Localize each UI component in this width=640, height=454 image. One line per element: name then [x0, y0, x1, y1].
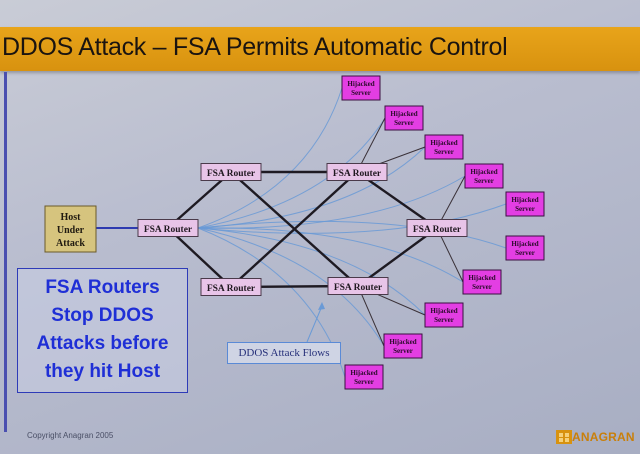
hijacked-server-label: Hijacked: [430, 307, 457, 315]
fsa-router-label: FSA Router: [413, 225, 462, 235]
hijacked-server-box: [341, 75, 381, 101]
hijacked-server-box: [424, 134, 464, 160]
ddos-flow-line: [197, 227, 426, 316]
router-link: [230, 171, 358, 288]
slide-title: DDOS Attack – FSA Permits Automatic Cont…: [2, 33, 508, 61]
hijacked-server-label: Hijacked: [430, 139, 457, 147]
ddos-flow-line: [197, 117, 386, 229]
stop-text-line-4: they hit Host: [44, 361, 161, 382]
flow-label-arrowhead: [318, 302, 325, 310]
hijacked-server-label: Hijacked: [470, 168, 497, 176]
fsa-router-box: [137, 219, 199, 237]
stop-ddos-callout: FSA Routers Stop DDOS Attacks before the…: [17, 268, 188, 393]
fsa-router-label: FSA Router: [334, 283, 383, 293]
hijacked-server-label: Server: [393, 347, 413, 355]
left-accent-rule: [4, 72, 7, 432]
hijacked-server-label: Hijacked: [389, 338, 416, 346]
ddos-attack-flows-label: DDOS Attack Flows: [227, 342, 341, 364]
hijacked-server-label: Server: [354, 378, 374, 386]
hijacked-server-label: Hijacked: [390, 110, 417, 118]
ddos-flow-line: [197, 203, 507, 234]
host-label-line: Host: [61, 212, 82, 223]
hijacked-server-box: [505, 191, 545, 217]
hijacked-server-label: Hijacked: [511, 196, 538, 204]
title-bar: [0, 27, 640, 71]
flow-label-pointer: [306, 305, 323, 343]
host-under-attack-box: [44, 205, 97, 253]
anagran-logo-text: ANAGRAN: [572, 430, 635, 444]
fsa-router-box: [200, 278, 262, 296]
router-link: [356, 171, 438, 229]
hijacked-server-label: Hijacked: [350, 369, 377, 377]
fsa-router-label: FSA Router: [207, 284, 256, 294]
router-link: [357, 227, 438, 287]
hijacked-server-box: [424, 302, 464, 328]
router-link: [167, 171, 232, 229]
ddos-flow-line: [197, 227, 464, 283]
hijacked-server-label: Server: [474, 177, 494, 185]
fsa-router-box: [406, 219, 468, 237]
hijacked-server-label: Server: [515, 249, 535, 257]
fsa-router-label: FSA Router: [144, 225, 193, 235]
fsa-router-box: [326, 163, 388, 181]
hijacked-server-box: [505, 235, 545, 261]
host-label-line: Attack: [56, 238, 85, 249]
copyright-text: Copyright Anagran 2005: [27, 431, 114, 440]
hijacked-server-label: Server: [515, 205, 535, 213]
hijacked-server-box: [464, 163, 504, 189]
hijacked-server-box: [344, 364, 384, 390]
hijacked-server-label: Server: [434, 148, 454, 156]
stop-text-line-2: Stop DDOS: [51, 305, 154, 326]
hijacked-server-label: Server: [434, 316, 454, 324]
hijacked-server-label: Server: [351, 89, 371, 97]
host-label-line: Under: [57, 225, 85, 236]
fsa-router-box: [200, 163, 262, 181]
hijacked-server-box: [383, 333, 423, 359]
fsa-router-label: FSA Router: [333, 169, 382, 179]
hijacked-server-box: [462, 269, 502, 295]
ddos-flow-line: [197, 227, 385, 347]
hijacked-server-label: Server: [394, 119, 414, 127]
stop-text-line-3: Attacks before: [36, 333, 169, 354]
fsa-router-label: FSA Router: [207, 169, 256, 179]
hijacked-server-label: Hijacked: [468, 274, 495, 282]
server-feeder-link: [357, 285, 385, 347]
ddos-flow-line: [197, 220, 507, 249]
fsa-router-box: [327, 277, 389, 295]
stop-text-line-1: FSA Routers: [45, 277, 160, 298]
anagran-logo-icon: [556, 430, 572, 444]
router-link: [167, 227, 232, 288]
hijacked-server-label: Hijacked: [347, 80, 374, 88]
hijacked-server-label: Server: [472, 283, 492, 291]
hijacked-server-label: Hijacked: [511, 240, 538, 248]
hijacked-server-box: [384, 105, 424, 131]
